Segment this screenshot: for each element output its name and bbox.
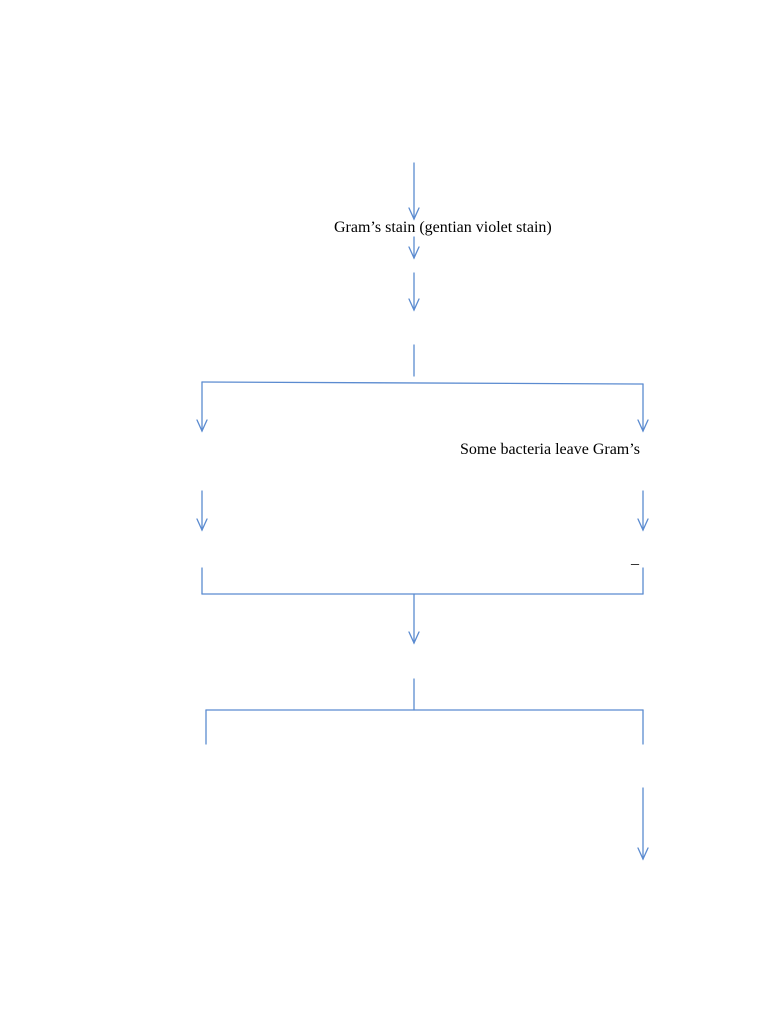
split-bar-top — [201, 381, 644, 385]
entry-arrow-head — [408, 207, 420, 221]
left-branch-arrow-2-head — [196, 518, 208, 532]
merge-arrow-head — [408, 631, 420, 645]
arrow-after-stain-head — [408, 246, 420, 260]
right-branch-arrow-2-head — [637, 518, 649, 532]
right-branch-arrow-1-head — [637, 419, 649, 433]
arrow-step-2-head — [408, 298, 420, 312]
gram-stain-label: Gram’s stain (gentian violet stain) — [334, 219, 552, 236]
some-bacteria-label: Some bacteria leave Gram’s — [460, 441, 640, 458]
left-branch-arrow-1-head — [196, 419, 208, 433]
final-arrow-head — [637, 847, 649, 861]
dash-label: _ — [631, 550, 639, 567]
